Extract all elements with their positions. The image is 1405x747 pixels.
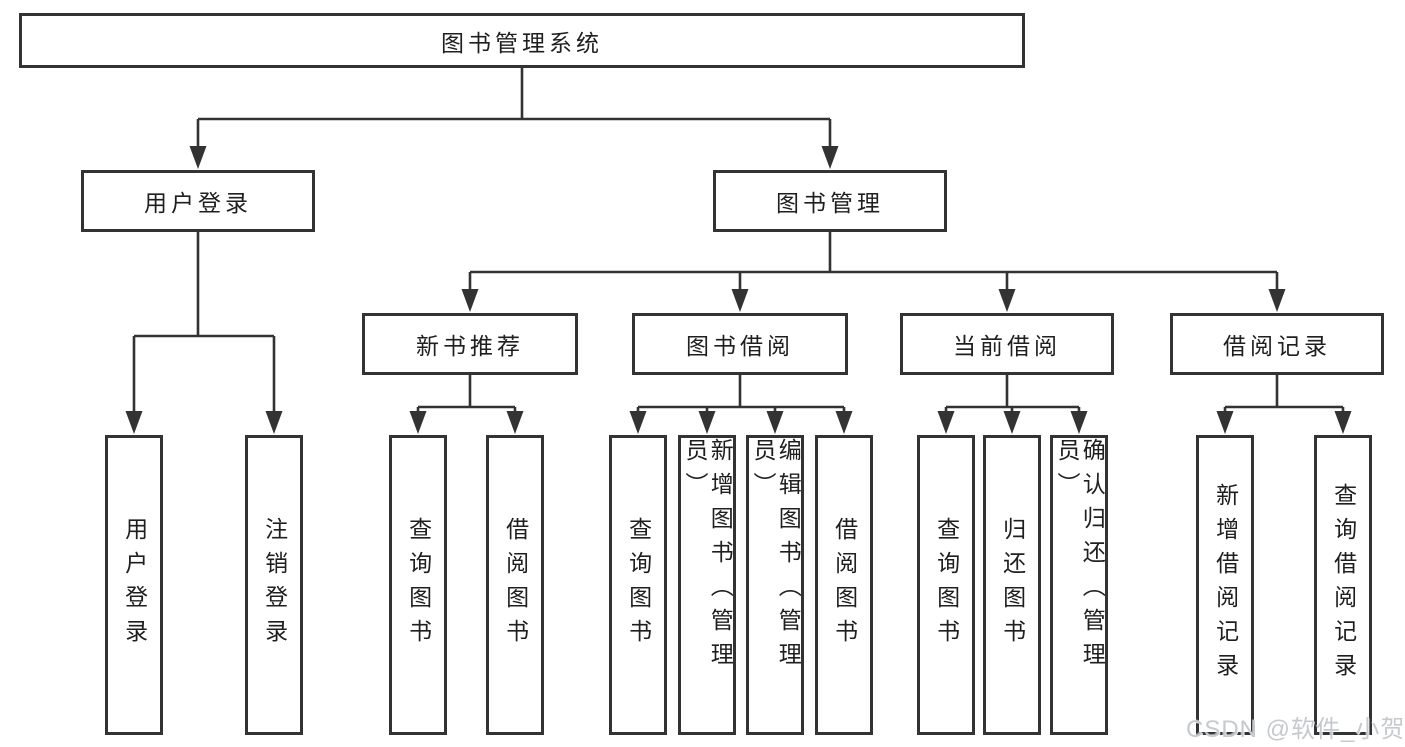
node-book-management-branch: 图书管理: [713, 170, 947, 232]
node-book-borrowing: 图书借阅: [632, 313, 848, 375]
node-leaf-add-book-admin: 新增图书（管理员）: [678, 435, 736, 735]
node-leaf-borrow-books-recommend-label: 借阅图书: [502, 517, 529, 653]
node-leaf-logout-label: 注销登录: [261, 517, 288, 653]
node-leaf-query-books-borrowing-label: 查询图书: [625, 517, 652, 653]
node-leaf-confirm-return-admin-label: 确认归还（管理员）: [1054, 438, 1106, 676]
node-leaf-query-books-recommend: 查询图书: [389, 435, 447, 735]
node-leaf-query-borrow-record-label: 查询借阅记录: [1330, 483, 1357, 687]
node-leaf-edit-book-admin: 编辑图书（管理员）: [746, 435, 804, 735]
node-leaf-return-books-label: 归还图书: [999, 517, 1026, 653]
node-leaf-query-books-recommend-label: 查询图书: [405, 517, 432, 653]
node-current-borrowing-label: 当前借阅: [953, 333, 1061, 359]
node-leaf-logout: 注销登录: [245, 435, 303, 735]
node-leaf-query-books-current: 查询图书: [917, 435, 975, 735]
node-current-borrowing: 当前借阅: [900, 313, 1114, 375]
connector-new-book-recommend: [409, 375, 524, 434]
node-leaf-borrow-books-borrowing-label: 借阅图书: [831, 517, 858, 653]
connector-book-borrowing: [629, 375, 853, 434]
node-library-system: 图书管理系统: [19, 13, 1025, 68]
connector-current-borrowing: [937, 375, 1088, 434]
node-leaf-user-login-label: 用户登录: [121, 517, 148, 653]
node-new-book-recommend-label: 新书推荐: [416, 333, 524, 359]
node-leaf-return-books: 归还图书: [983, 435, 1041, 735]
connector-user-login: [125, 232, 283, 434]
csdn-watermark: CSDN @软件_小贺同学: [1186, 716, 1405, 743]
node-user-login-branch: 用户登录: [81, 170, 315, 232]
node-leaf-add-borrow-record: 新增借阅记录: [1196, 435, 1254, 735]
node-leaf-query-borrow-record: 查询借阅记录: [1314, 435, 1372, 735]
connector-book-management: [461, 232, 1286, 312]
node-new-book-recommend: 新书推荐: [362, 313, 578, 375]
node-leaf-borrow-books-borrowing: 借阅图书: [815, 435, 873, 735]
node-borrow-records-label: 借阅记录: [1223, 333, 1331, 359]
node-leaf-add-borrow-record-label: 新增借阅记录: [1212, 483, 1239, 687]
node-leaf-query-books-borrowing: 查询图书: [609, 435, 667, 735]
node-leaf-user-login: 用户登录: [105, 435, 163, 735]
connector-root: [189, 68, 839, 169]
node-user-login-branch-label: 用户登录: [144, 190, 252, 216]
node-leaf-edit-book-admin-label: 编辑图书（管理员）: [750, 438, 802, 676]
node-leaf-query-books-current-label: 查询图书: [933, 517, 960, 653]
connector-borrow-records: [1216, 375, 1352, 434]
node-library-system-label: 图书管理系统: [441, 29, 603, 56]
node-book-management-branch-label: 图书管理: [776, 190, 884, 216]
node-borrow-records: 借阅记录: [1170, 313, 1384, 375]
node-leaf-borrow-books-recommend: 借阅图书: [486, 435, 544, 735]
node-leaf-add-book-admin-label: 新增图书（管理员）: [682, 438, 734, 676]
node-book-borrowing-label: 图书借阅: [686, 333, 794, 359]
node-leaf-confirm-return-admin: 确认归还（管理员）: [1050, 435, 1108, 735]
